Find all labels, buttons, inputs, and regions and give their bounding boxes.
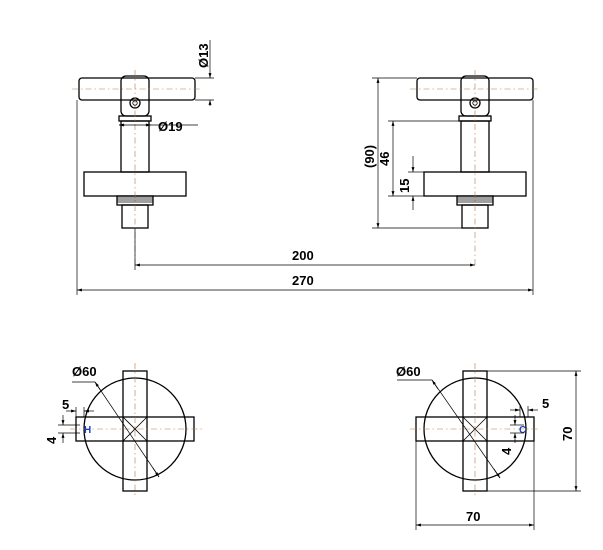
dim-w-5-left-label: 5 xyxy=(62,397,69,412)
dim-dia-19-label: Ø19 xyxy=(158,119,183,134)
left-valve-front-view: H xyxy=(70,363,202,498)
right-handle-vertical xyxy=(462,370,488,492)
dim-w-70: 70 xyxy=(415,441,535,530)
hot-marker: H xyxy=(84,425,91,436)
right-handle-hub xyxy=(460,75,490,117)
left-handle-vertical xyxy=(122,370,148,492)
dim-dia-60-left-label: Ø60 xyxy=(72,364,97,379)
dim-w-5-right-label: 5 xyxy=(542,396,549,411)
dim-dia-60-right-label: Ø60 xyxy=(396,364,421,379)
dim-w-4-left: 4 xyxy=(44,415,80,444)
dim-len-270: 270 xyxy=(76,100,534,295)
right-valve-front-view: C xyxy=(410,363,540,498)
dim-dia-19: Ø19 xyxy=(119,119,198,134)
dim-w-4-right-label: 4 xyxy=(499,447,514,455)
dim-len-270-label: 270 xyxy=(292,273,314,288)
dim-len-46: 46 xyxy=(377,120,461,197)
dim-h-70: 70 xyxy=(487,370,581,492)
dim-len-90: (90) xyxy=(362,77,462,229)
dim-len-46-label: 46 xyxy=(377,152,392,166)
dim-dia-13-label: Ø13 xyxy=(196,43,211,68)
dim-len-90-label: (90) xyxy=(362,145,377,168)
dim-dia-60-left: Ø60 xyxy=(72,364,160,478)
dim-dia-60-right: Ø60 xyxy=(396,364,501,479)
dim-w-5-right: 5 xyxy=(510,396,549,417)
dim-len-15: 15 xyxy=(397,156,424,210)
cold-marker: C xyxy=(519,425,526,436)
dim-w-4-right: 4 xyxy=(499,415,524,455)
dim-w-5-left: 5 xyxy=(62,397,94,417)
left-valve-side-view xyxy=(72,70,200,268)
dim-w-70-label: 70 xyxy=(466,509,480,524)
dim-len-200: 200 xyxy=(134,228,475,270)
right-valve-side-view xyxy=(410,70,540,268)
left-handle-bar xyxy=(78,77,196,101)
dim-len-200-label: 200 xyxy=(292,248,314,263)
dim-len-15-label: 15 xyxy=(397,179,412,193)
dim-h-70-label: 70 xyxy=(560,427,575,441)
left-handle-hub xyxy=(120,75,150,117)
dim-dia-13: Ø13 xyxy=(195,40,214,106)
dim-w-4-left-label: 4 xyxy=(44,436,59,444)
